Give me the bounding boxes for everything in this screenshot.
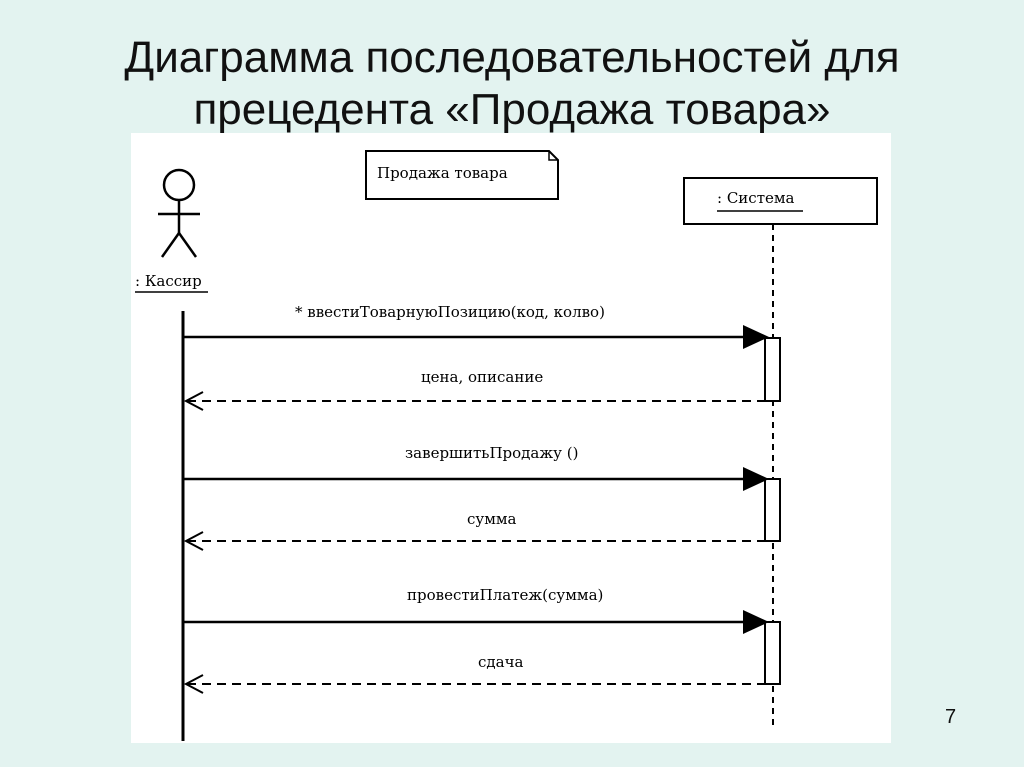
title-line-1: Диаграмма последовательностей для	[124, 33, 900, 82]
actor-icon	[158, 168, 200, 258]
activation-box	[764, 478, 781, 542]
system-object: : Система	[683, 177, 878, 225]
message-call	[184, 610, 769, 634]
slide-number: 7	[945, 706, 957, 728]
note-label: Продажа товара	[377, 164, 508, 182]
slide-title: Диаграмма последовательностей для прецед…	[40, 32, 984, 136]
sequence-diagram: Продажа товара : Кассир : Система	[131, 133, 891, 743]
message-return	[183, 674, 765, 694]
title-line-2: прецедента «Продажа товара»	[193, 85, 831, 134]
note: Продажа товара	[365, 150, 559, 200]
message-label: * ввестиТоварнуюПозицию(код, колво)	[295, 303, 605, 321]
message-label: провестиПлатеж(сумма)	[407, 586, 603, 604]
message-return	[183, 391, 765, 411]
system-label: : Система	[717, 189, 795, 207]
message-return	[183, 531, 765, 551]
activation-box	[764, 337, 781, 402]
actor-label: : Кассир	[135, 272, 202, 290]
message-label: сумма	[467, 510, 517, 528]
message-call	[184, 467, 769, 491]
activation-box	[764, 621, 781, 685]
message-label: цена, описание	[421, 368, 543, 386]
message-label: сдача	[478, 653, 523, 671]
message-call	[184, 325, 769, 349]
message-label: завершитьПродажу ()	[405, 444, 578, 462]
